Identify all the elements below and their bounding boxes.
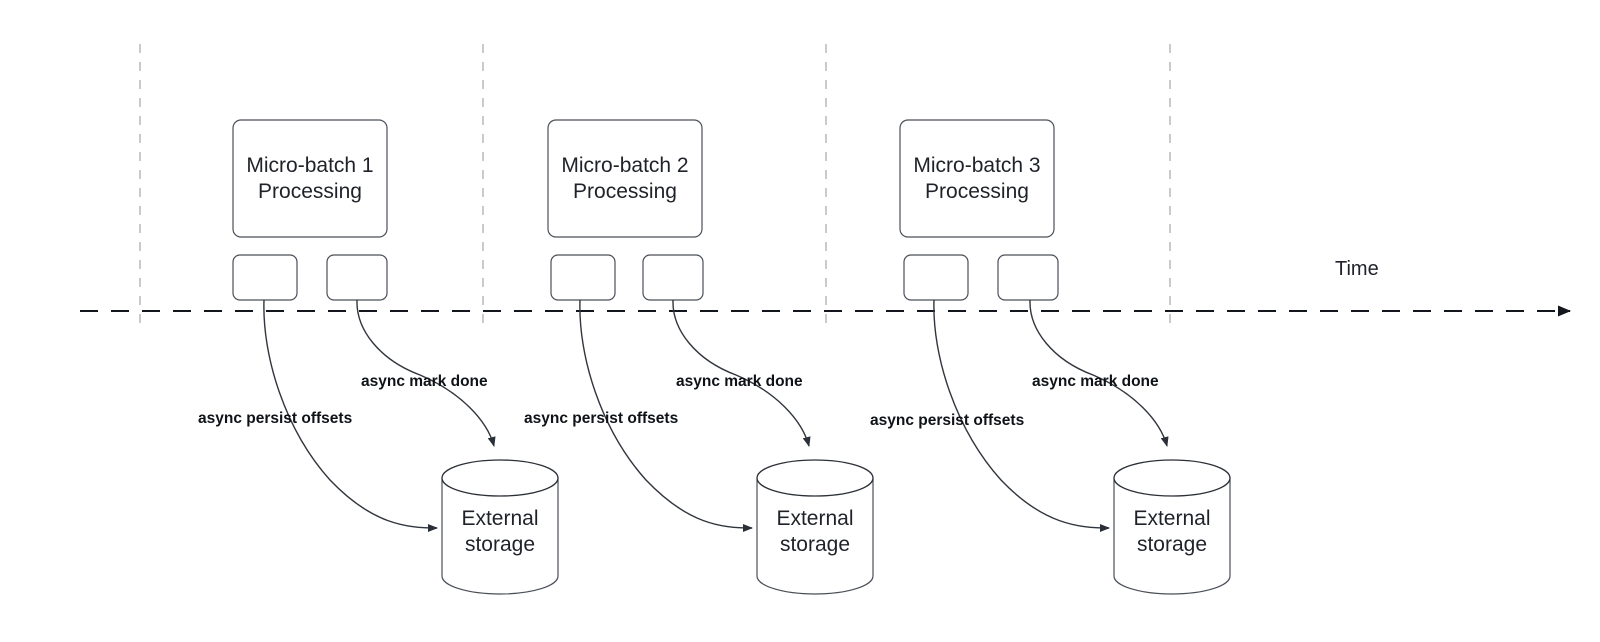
async-persist-offsets-edge — [263, 299, 438, 532]
async-mark-done-edge-label: async mark done — [676, 373, 803, 390]
commit-offsets-task[interactable] — [550, 254, 616, 301]
async-persist-offsets-edge-label: async persist offsets — [524, 410, 678, 427]
external-storage-label-line1: External — [461, 507, 538, 530]
micro-batch-label-line1: Micro-batch 2 — [561, 154, 688, 177]
external-storage-label-line2: storage — [780, 533, 850, 556]
time-axis: Time — [80, 258, 1571, 317]
external-storage-cylinder-top — [441, 459, 559, 497]
time-axis-label: Time — [1335, 258, 1379, 280]
external-storage-cylinder-top — [1113, 459, 1231, 497]
micro-batch-box[interactable] — [547, 119, 703, 238]
external-storage-label-line2: storage — [1137, 533, 1207, 556]
boundary-tick-lines — [139, 44, 1171, 330]
commit-offsets-task[interactable] — [232, 254, 298, 301]
mark-done-task[interactable] — [326, 254, 388, 301]
micro-batch-label-line1: Micro-batch 3 — [913, 154, 1040, 177]
micro-batch-box[interactable] — [899, 119, 1055, 238]
async-mark-done-edge — [356, 299, 496, 447]
mark-done-task[interactable] — [997, 254, 1059, 301]
mark-done-task[interactable] — [642, 254, 704, 301]
micro-batch-label-line2: Processing — [925, 180, 1029, 203]
async-persist-offsets-edge — [579, 299, 753, 532]
micro-batch-label-line1: Micro-batch 1 — [246, 154, 373, 177]
external-storage-label-line1: External — [1133, 507, 1210, 530]
micro-batch-label-line2: Processing — [258, 180, 362, 203]
async-persist-offsets-edge — [933, 299, 1110, 532]
async-mark-done-edge — [672, 299, 811, 447]
external-storage-cylinder-body[interactable] — [756, 477, 874, 595]
commit-offsets-task[interactable] — [903, 254, 969, 301]
micro-batch-box[interactable] — [232, 119, 388, 238]
external-storage-label-line1: External — [776, 507, 853, 530]
async-mark-done-edge — [1029, 299, 1169, 447]
external-storage-label-line2: storage — [465, 533, 535, 556]
external-storage-cylinder-body[interactable] — [441, 477, 559, 595]
async-mark-done-edge-label: async mark done — [361, 373, 488, 390]
async-mark-done-edge-label: async mark done — [1032, 373, 1159, 390]
micro-batch-label-line2: Processing — [573, 180, 677, 203]
external-storage-cylinder-body[interactable] — [1113, 477, 1231, 595]
async-persist-offsets-edge-label: async persist offsets — [198, 410, 352, 427]
async-persist-offsets-edge-label: async persist offsets — [870, 412, 1024, 429]
external-storage-cylinder-top — [756, 459, 874, 497]
